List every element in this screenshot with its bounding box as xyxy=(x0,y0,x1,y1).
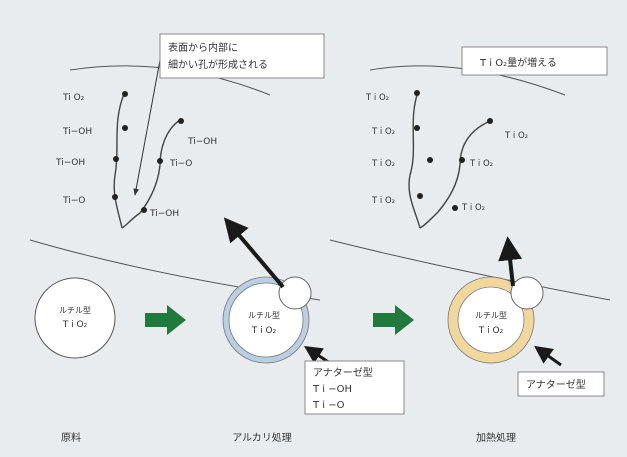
pore-callout-line-1: 表面から内部に xyxy=(168,41,238,54)
alkali-callout-box xyxy=(304,360,405,415)
pore-wall-left xyxy=(113,91,126,229)
surface-site-dot xyxy=(417,193,423,199)
anatase-layer-outline xyxy=(228,282,304,358)
pore-wall-right xyxy=(419,120,491,229)
right-surface-detail: T i O₂ T i O₂ T i O₂ T i O₂ T i O₂ T i O… xyxy=(329,46,611,301)
inner-surface-arc xyxy=(329,239,611,301)
surface-label: T i O₂ xyxy=(371,196,395,206)
magnified-region-circle xyxy=(510,276,544,310)
surface-label: Ti O₂ xyxy=(62,93,85,103)
zoom-arrow-right xyxy=(498,236,523,287)
pore-wall-left xyxy=(408,91,421,229)
surface-label: T i O₂ xyxy=(365,93,389,103)
surface-label: Ti−OH xyxy=(62,127,92,137)
surface-site-dot xyxy=(122,125,128,131)
heat-callout-text: アナターゼ型 xyxy=(526,378,586,391)
heat-treated-particle: ルチル型 T i O₂ xyxy=(447,276,544,364)
heat-callout-box xyxy=(517,371,605,397)
surface-label: T i O₂ xyxy=(371,159,395,169)
heat-anatase-callout: アナターゼ型 xyxy=(517,371,605,397)
rutile-particle-circle xyxy=(34,277,116,359)
surface-site-dot xyxy=(141,207,147,213)
tio2-callout-text: T i O₂量が増える xyxy=(479,56,557,69)
surface-site-dot xyxy=(487,118,493,124)
surface-site-dot xyxy=(414,125,420,131)
surface-site-dot xyxy=(459,157,465,163)
magnified-region-circle xyxy=(278,276,312,310)
particle-label-line-2: T i O₂ xyxy=(251,326,277,336)
surface-site-dot xyxy=(427,157,433,163)
surface-label: Ti−OH xyxy=(55,158,85,168)
surface-site-dot xyxy=(157,158,163,164)
surface-label: T i O₂ xyxy=(461,203,485,213)
surface-label: Ti−O xyxy=(62,196,85,206)
surface-site-dot xyxy=(122,91,128,97)
tio2-callout-box xyxy=(461,46,608,76)
anatase-layer-outline xyxy=(447,276,535,364)
surface-site-dot xyxy=(414,90,420,96)
callout-pointer-line xyxy=(133,59,161,196)
surface-site-dot xyxy=(452,205,458,211)
caption-alkali-treatment: アルカリ処理 xyxy=(232,431,292,444)
anatase-layer-outline xyxy=(222,276,310,364)
anatase-layer-ring xyxy=(448,277,534,363)
process-arrow-2 xyxy=(373,305,414,335)
left-surface-detail: Ti O₂ Ti−OH Ti−OH Ti−O Ti−OH Ti−O Ti−OH … xyxy=(29,33,325,301)
surface-label: T i O₂ xyxy=(504,131,528,141)
zoom-arrow-left xyxy=(223,217,285,289)
surface-label: Ti−OH xyxy=(149,209,179,219)
particle-label-line-1: ルチル型 xyxy=(475,311,507,320)
process-arrow-1 xyxy=(145,305,186,335)
anatase-layer-outline xyxy=(457,286,525,354)
pore-callout-line-2: 細かい孔が形成される xyxy=(168,58,268,71)
surface-label: T i O₂ xyxy=(371,127,395,137)
caption-heat-treatment: 加熱処理 xyxy=(476,431,516,444)
surface-site-dot xyxy=(178,118,184,124)
surface-site-dot xyxy=(112,194,118,200)
pore-callout-box xyxy=(159,33,325,79)
surface-label: T i O₂ xyxy=(469,159,493,169)
surface-label: Ti−OH xyxy=(187,137,217,147)
anatase-pointer-arrow-right xyxy=(534,345,562,367)
pore-wall-right xyxy=(121,119,181,229)
alkali-callout-line-1: アナターゼ型 xyxy=(313,366,373,379)
caption-raw-material: 原料 xyxy=(61,431,81,444)
alkali-treated-particle: ルチル型 T i O₂ xyxy=(222,276,312,364)
particle-label-line-2: T i O₂ xyxy=(478,326,504,336)
surface-label: Ti−O xyxy=(169,159,192,169)
particle-label-line-2: T i O₂ xyxy=(62,320,88,330)
raw-material-particle: ルチル型 T i O₂ xyxy=(34,277,116,359)
particle-label-line-1: ルチル型 xyxy=(248,311,280,320)
alkali-callout-line-2: T i −OH xyxy=(312,384,352,395)
surface-site-dot xyxy=(113,156,119,162)
alkali-callout-line-3: T i −O xyxy=(312,400,345,411)
particle-label-line-1: ルチル型 xyxy=(59,306,91,315)
alkali-anatase-callout: アナターゼ型 T i −OH T i −O xyxy=(304,360,405,415)
